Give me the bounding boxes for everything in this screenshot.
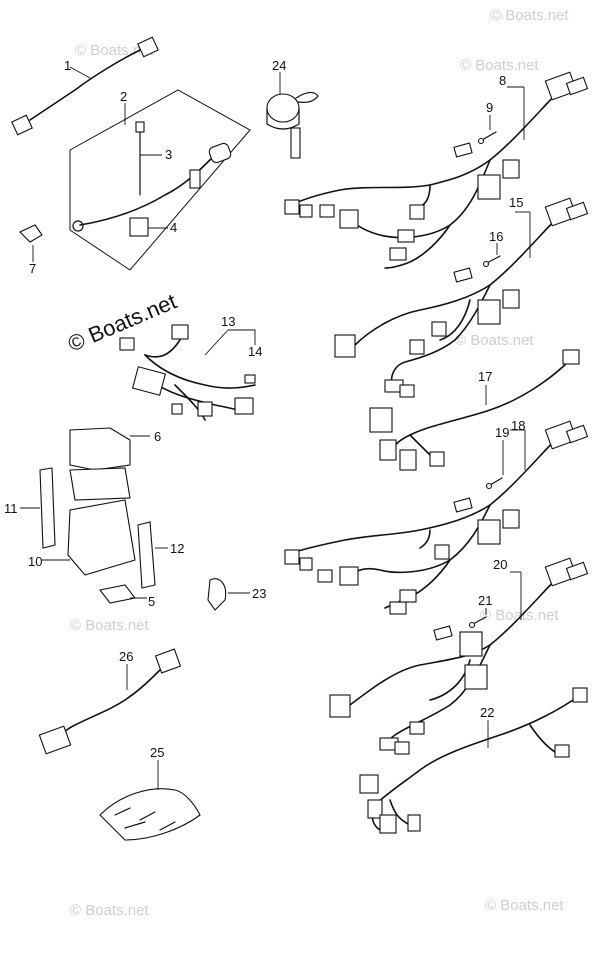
callout-4: 4 xyxy=(170,220,177,235)
callout-12: 12 xyxy=(170,541,184,556)
harness-20 xyxy=(329,557,589,755)
harness-13 xyxy=(119,324,256,421)
callout-24: 24 xyxy=(272,58,286,73)
callout-7: 7 xyxy=(29,261,36,276)
harness-8 xyxy=(284,71,589,269)
callout-23: 23 xyxy=(252,586,266,601)
part-2-group xyxy=(69,89,251,271)
watermark: © Boats.net xyxy=(490,7,569,24)
ecu-group xyxy=(20,427,168,604)
callout-20: 20 xyxy=(493,557,507,572)
callout-8: 8 xyxy=(499,73,506,88)
harness-17 xyxy=(369,349,580,471)
callout-2: 2 xyxy=(120,89,127,104)
watermark: © Boats.net xyxy=(75,42,154,59)
callout-labels: 1 2 3 4 5 6 7 8 9 10 11 12 13 14 15 16 1… xyxy=(4,58,525,760)
callout-10: 10 xyxy=(28,554,42,569)
watermark: © Boats.net xyxy=(455,332,534,349)
harness-18 xyxy=(284,420,589,615)
part-1-harness xyxy=(11,36,159,136)
watermarks: © Boats.net © Boats.net © Boats.net © Bo… xyxy=(70,7,569,919)
callout-15: 15 xyxy=(509,195,523,210)
watermark: © Boats.net xyxy=(480,607,559,624)
part-23-clamp xyxy=(207,578,250,611)
part-24-sensor xyxy=(266,72,319,159)
callout-5: 5 xyxy=(148,594,155,609)
part-26-harness xyxy=(38,648,182,755)
callout-3: 3 xyxy=(165,147,172,162)
watermark: © Boats.net xyxy=(70,902,149,919)
harness-15 xyxy=(334,197,589,398)
callout-25: 25 xyxy=(150,745,164,760)
watermark: © Boats.net xyxy=(70,617,149,634)
callout-21: 21 xyxy=(478,593,492,608)
callout-13: 13 xyxy=(221,314,235,329)
callout-11: 11 xyxy=(4,501,18,516)
callout-1: 1 xyxy=(64,58,71,73)
part-7-clip xyxy=(19,224,43,262)
callout-9: 9 xyxy=(486,100,493,115)
callout-19: 19 xyxy=(495,425,509,440)
harness-22 xyxy=(359,687,588,834)
callout-17: 17 xyxy=(478,369,492,384)
callout-16: 16 xyxy=(489,229,503,244)
callout-14: 14 xyxy=(248,344,262,359)
watermark: © Boats.net xyxy=(485,897,564,914)
callout-18: 18 xyxy=(511,418,525,433)
watermark: © Boats.net xyxy=(460,57,539,74)
callout-22: 22 xyxy=(480,705,494,720)
callout-6: 6 xyxy=(154,429,161,444)
part-25-bag xyxy=(99,760,201,841)
callout-26: 26 xyxy=(119,649,133,664)
